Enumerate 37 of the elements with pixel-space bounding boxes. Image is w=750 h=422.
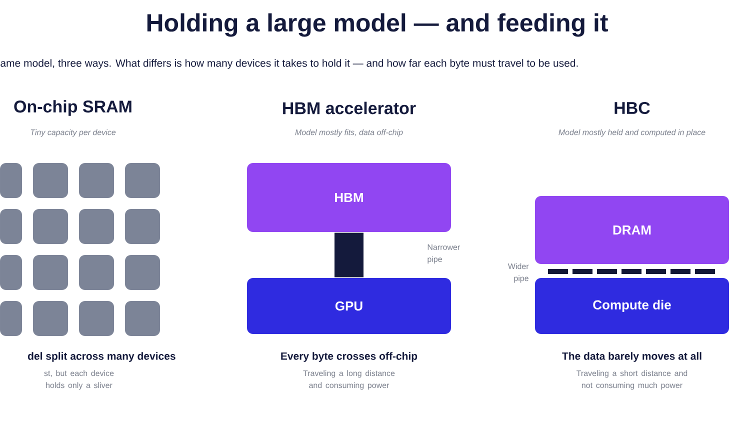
column-subheading: Model mostly held and computed in place xyxy=(558,129,706,137)
device-tile xyxy=(0,163,22,198)
memory-block: DRAM xyxy=(535,196,729,264)
device-tile xyxy=(79,301,114,336)
device-tile xyxy=(125,163,160,198)
caption-heading: del split across many devices xyxy=(28,352,176,362)
column-heading: HBC xyxy=(614,102,650,114)
caption-heading: Every byte crosses off-chip xyxy=(281,352,418,362)
pipe-label: Narrower pipe xyxy=(428,244,460,264)
pipe-label: Wider pipe xyxy=(508,263,529,283)
device-tile xyxy=(125,301,160,336)
caption-text: Traveling a long distance and consuming power xyxy=(303,370,395,390)
device-tile xyxy=(79,163,114,198)
title: Holding a large model — and feeding it xyxy=(147,13,608,37)
caption-text: Traveling a short distance and not consuming much power xyxy=(576,370,688,390)
compute-block: Compute die xyxy=(535,278,729,334)
memory-block: HBM xyxy=(247,163,451,232)
device-tile xyxy=(0,255,22,290)
caption-text: st, but each device holds only a sliver xyxy=(44,370,114,390)
device-tile xyxy=(79,255,114,290)
device-tile xyxy=(33,255,68,290)
device-tile xyxy=(0,301,22,336)
column-subheading: Model mostly fits, data off-chip xyxy=(295,129,403,137)
device-tile xyxy=(125,209,160,244)
device-tile xyxy=(125,255,160,290)
pipe-connector xyxy=(334,232,364,278)
device-tile xyxy=(79,209,114,244)
subtitle: ame model, three ways. What differs is how many devices it takes to hold it — and how far each byte must travel to be used. xyxy=(0,59,578,69)
column-heading: On-chip SRAM xyxy=(14,100,132,116)
device-tile xyxy=(33,209,68,244)
compute-block: GPU xyxy=(247,278,451,334)
column-subheading: Tiny capacity per device xyxy=(30,129,116,137)
device-tile xyxy=(33,163,68,198)
caption-heading: The data barely moves at all xyxy=(562,352,702,362)
device-tile xyxy=(0,209,22,244)
device-tile xyxy=(33,301,68,336)
column-heading: HBM accelerator xyxy=(283,102,416,114)
